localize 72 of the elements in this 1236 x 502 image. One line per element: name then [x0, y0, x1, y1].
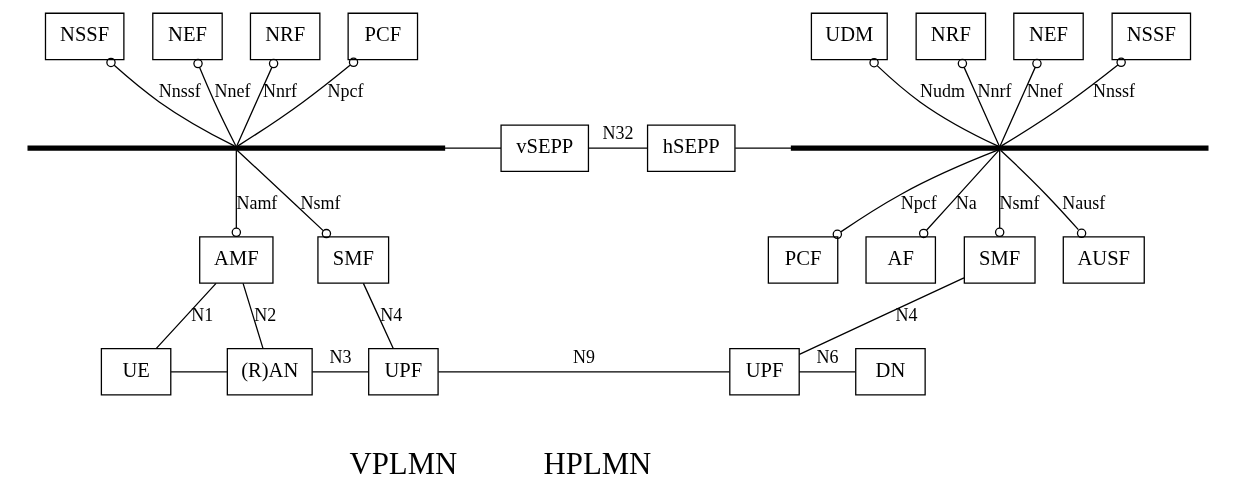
- node-box: AF: [865, 236, 937, 284]
- node-box: NRF: [915, 12, 987, 61]
- connector: [193, 58, 237, 147]
- connector: [798, 371, 856, 373]
- edge-label: N32: [602, 123, 634, 144]
- edge-label: Nausf: [1062, 192, 1106, 213]
- label: VPLMN: [349, 446, 458, 481]
- edge-label: N2: [254, 304, 277, 325]
- node-box: hSEPP: [646, 124, 736, 172]
- edge-label: Npcf: [327, 81, 364, 102]
- connector: [311, 371, 369, 373]
- node-box: NSSF: [1111, 12, 1192, 61]
- node-box: SMF: [963, 236, 1036, 284]
- node-box: AMF: [199, 236, 274, 284]
- connector: [588, 147, 648, 149]
- node-box: (R)AN: [226, 348, 313, 396]
- label: HPLMN: [543, 446, 652, 481]
- node-box: NSSF: [44, 12, 125, 61]
- edge-label: Npcf: [900, 192, 937, 213]
- connector: [236, 58, 279, 147]
- connector: [242, 282, 264, 350]
- node-box: UPF: [368, 348, 439, 396]
- node-box: UPF: [729, 348, 800, 396]
- edge-label: N9: [572, 347, 595, 368]
- connector: [1000, 57, 1126, 147]
- edge-label: Nudm: [920, 81, 965, 102]
- node-box: UDM: [810, 12, 888, 61]
- edge-label: Nsmf: [300, 192, 341, 213]
- connector: [918, 149, 1000, 239]
- connector: [869, 57, 999, 147]
- node-box: NEF: [1013, 12, 1084, 61]
- edge-label: Na: [955, 192, 977, 213]
- node-box: NRF: [249, 12, 321, 61]
- node-box: PCF: [347, 12, 419, 61]
- edge-label: Namf: [236, 192, 278, 213]
- connector: [734, 147, 792, 149]
- edge-label: Nsmf: [999, 192, 1040, 213]
- connector: [155, 282, 217, 350]
- connector: [444, 147, 502, 149]
- node-bar: [790, 145, 1209, 151]
- node-bar: [27, 145, 446, 151]
- edge-label: N6: [816, 347, 839, 368]
- connector: [231, 149, 242, 238]
- node-box: SMF: [317, 236, 390, 284]
- connector: [798, 277, 965, 355]
- node-box: vSEPP: [500, 124, 590, 172]
- edge-label: N1: [191, 304, 214, 325]
- node-box: AUSF: [1062, 236, 1145, 284]
- node-box: DN: [855, 348, 926, 396]
- edge-label: Nnrf: [263, 81, 297, 102]
- connector: [832, 149, 999, 240]
- connector: [999, 58, 1042, 147]
- connector: [236, 149, 332, 239]
- edge-label: N4: [380, 304, 403, 325]
- connector: [994, 149, 1005, 238]
- connector: [437, 371, 731, 373]
- edge-label: Nnrf: [977, 81, 1012, 102]
- edge-label: N3: [329, 347, 352, 368]
- connector: [1000, 149, 1087, 239]
- node-box: UE: [100, 348, 172, 396]
- connector: [106, 57, 235, 147]
- edge-label: Nnssf: [158, 81, 201, 102]
- connector: [957, 58, 1000, 147]
- edge-label: Nnef: [214, 81, 251, 102]
- node-box: PCF: [767, 236, 839, 284]
- connector: [170, 371, 228, 373]
- edge-label: N4: [895, 304, 918, 325]
- edge-label: Nnef: [1026, 81, 1063, 102]
- connector: [237, 57, 359, 147]
- edge-label: Nnssf: [1093, 81, 1136, 102]
- node-box: NEF: [152, 12, 223, 61]
- connector: [362, 282, 394, 350]
